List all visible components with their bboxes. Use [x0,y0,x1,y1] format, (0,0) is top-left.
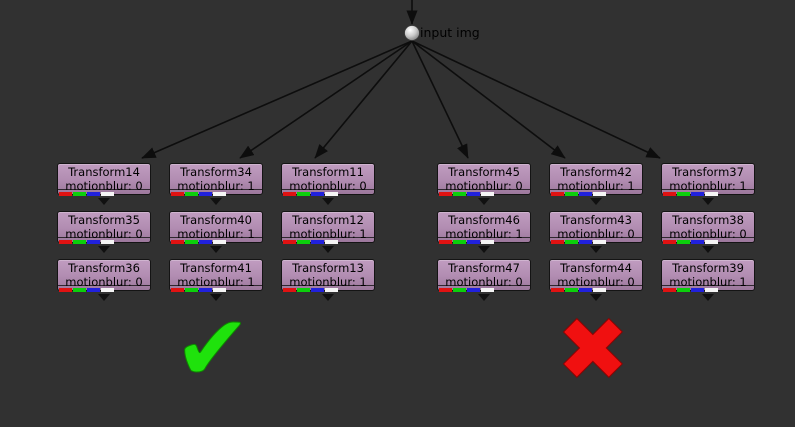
channel-chips-icon [59,192,114,196]
channel-chips-icon [171,192,226,196]
channel-chips-icon [283,288,338,292]
node-transform40[interactable]: Transform40 motionblur: 1 [169,211,263,244]
node-title: Transform12 [292,213,364,227]
node-transform43[interactable]: Transform43 motionblur: 0 [549,211,643,244]
wire-to-left-col3 [314,40,413,159]
node-transform14[interactable]: Transform14 motionblur: 0 [57,163,151,196]
node-title: Transform39 [672,261,744,275]
node-transform39[interactable]: Transform39 motionblur: 1 [661,259,755,292]
channel-chips-icon [171,288,226,292]
node-info: motionblur: 1 [289,227,367,241]
node-transform46[interactable]: Transform46 motionblur: 1 [437,211,531,244]
channel-chips-icon [171,240,226,244]
node-title: Transform35 [68,213,140,227]
node-info: motionblur: 1 [289,275,367,289]
channel-chips-icon [663,240,718,244]
node-transform42[interactable]: Transform42 motionblur: 1 [549,163,643,196]
channel-chips-icon [439,192,494,196]
channel-chips-icon [283,240,338,244]
node-info: motionblur: 0 [65,179,143,193]
node-info: motionblur: 1 [177,275,255,289]
node-title: Transform37 [672,165,744,179]
node-title: Transform45 [448,165,520,179]
node-info: motionblur: 0 [445,179,523,193]
channel-chips-icon [663,192,718,196]
node-transform44[interactable]: Transform44 motionblur: 0 [549,259,643,292]
node-transform38[interactable]: Transform38 motionblur: 0 [661,211,755,244]
channel-chips-icon [283,192,338,196]
node-info: motionblur: 1 [177,227,255,241]
channel-chips-icon [439,240,494,244]
wire-to-right-col3 [411,40,661,159]
node-transform41[interactable]: Transform41 motionblur: 1 [169,259,263,292]
node-info: motionblur: 0 [445,275,523,289]
input-dot-node[interactable] [404,25,420,41]
node-title: Transform14 [68,165,140,179]
node-info: motionblur: 1 [177,179,255,193]
wire-to-left-col1 [141,40,413,159]
node-title: Transform36 [68,261,140,275]
channel-chips-icon [551,288,606,292]
channel-chips-icon [663,288,718,292]
node-info: motionblur: 0 [289,179,367,193]
node-info: motionblur: 1 [669,179,747,193]
channel-chips-icon [59,288,114,292]
node-title: Transform13 [292,261,364,275]
node-transform35[interactable]: Transform35 motionblur: 0 [57,211,151,244]
node-transform12[interactable]: Transform12 motionblur: 1 [281,211,375,244]
channel-chips-icon [439,288,494,292]
node-title: Transform11 [292,165,364,179]
node-transform13[interactable]: Transform13 motionblur: 1 [281,259,375,292]
node-title: Transform47 [448,261,520,275]
channel-chips-icon [551,192,606,196]
node-info: motionblur: 0 [65,227,143,241]
channel-chips-icon [59,240,114,244]
node-title: Transform40 [180,213,252,227]
node-title: Transform34 [180,165,252,179]
node-title: Transform38 [672,213,744,227]
node-title: Transform43 [560,213,632,227]
wire-layer [141,0,661,159]
node-transform45[interactable]: Transform45 motionblur: 0 [437,163,531,196]
node-info: motionblur: 1 [669,275,747,289]
input-wires [141,0,661,159]
wire-to-right-col2 [411,40,566,159]
node-title: Transform41 [180,261,252,275]
node-info: motionblur: 1 [557,179,635,193]
node-info: motionblur: 0 [669,227,747,241]
node-title: Transform42 [560,165,632,179]
node-info: motionblur: 0 [65,275,143,289]
node-transform36[interactable]: Transform36 motionblur: 0 [57,259,151,292]
node-info: motionblur: 0 [557,227,635,241]
cross-icon: ✖ [556,298,631,401]
node-transform47[interactable]: Transform47 motionblur: 0 [437,259,531,292]
input-node-label: input img [420,25,480,40]
wire-to-left-col2 [239,40,413,159]
node-title: Transform46 [448,213,520,227]
node-info: motionblur: 0 [557,275,635,289]
transform-group-left: Transform14 motionblur: 0 Transform34 mo… [57,163,375,292]
node-transform34[interactable]: Transform34 motionblur: 1 [169,163,263,196]
checkmark-icon: ✔ [173,295,252,402]
transform-group-right: Transform45 motionblur: 0 Transform42 mo… [437,163,755,292]
node-info: motionblur: 1 [445,227,523,241]
node-transform11[interactable]: Transform11 motionblur: 0 [281,163,375,196]
channel-chips-icon [551,240,606,244]
node-title: Transform44 [560,261,632,275]
node-transform37[interactable]: Transform37 motionblur: 1 [661,163,755,196]
wire-to-right-col1 [411,40,469,159]
